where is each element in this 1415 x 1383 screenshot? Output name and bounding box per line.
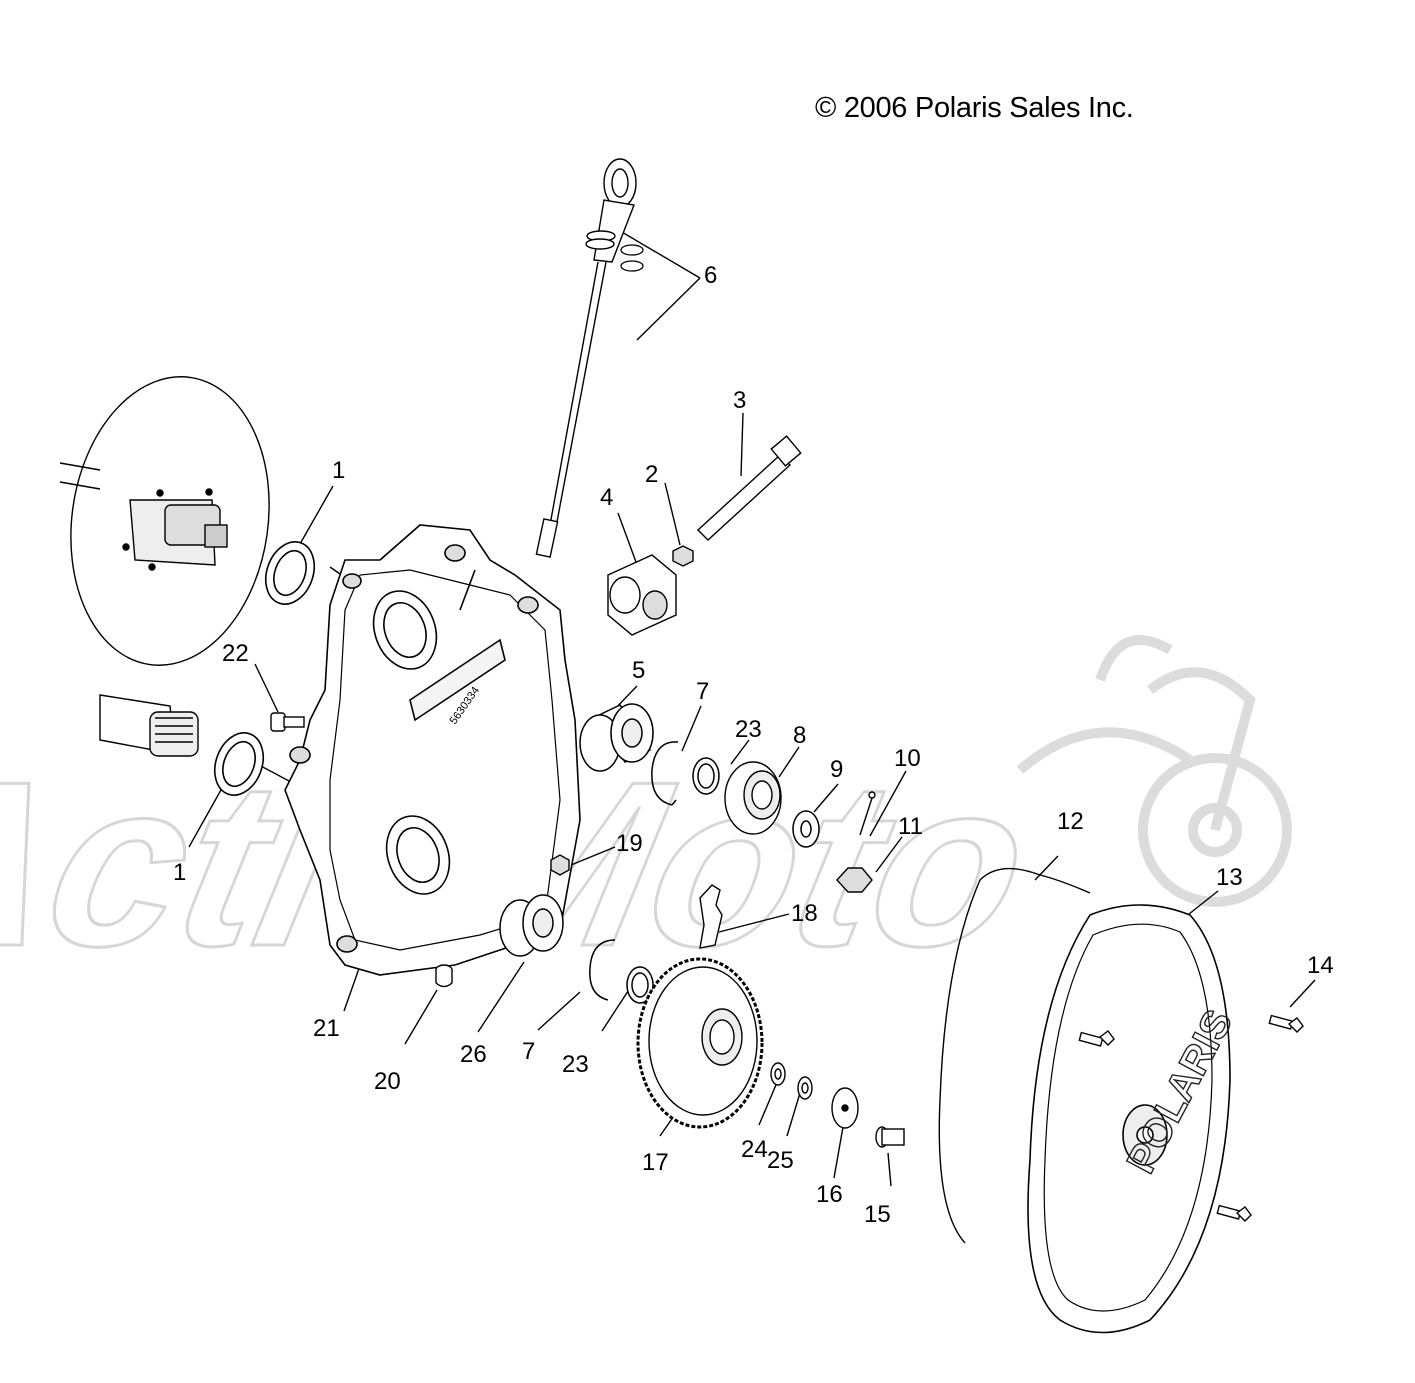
callout-18: 18 [791, 900, 818, 927]
bearing-5 [579, 703, 654, 772]
callout-20: 20 [374, 1068, 401, 1095]
bolt-15 [875, 1126, 905, 1148]
snap-ring-7-lower [589, 939, 616, 1001]
cotter-pin-10 [859, 791, 876, 836]
oil-seal-upper [264, 541, 316, 605]
washer-16 [831, 1087, 859, 1129]
bearing-26 [499, 894, 564, 957]
callout-14: 14 [1307, 952, 1334, 979]
callout-11: 11 [898, 813, 923, 840]
callout-1-upper: 1 [332, 457, 345, 484]
washer-9 [792, 810, 820, 848]
bolt-3 [696, 435, 802, 541]
washer-23-lower [626, 966, 654, 1004]
callout-21: 21 [313, 1015, 340, 1042]
callout-1-lower: 1 [173, 859, 186, 886]
callout-5: 5 [632, 657, 645, 684]
dipstick [535, 158, 637, 558]
motorcycle-watermark-icon [1016, 635, 1292, 907]
callout-3: 3 [733, 387, 746, 414]
snap-ring-7-upper [651, 741, 679, 806]
callout-2: 2 [645, 461, 658, 488]
callout-19: 19 [616, 830, 643, 857]
callout-24: 24 [741, 1136, 768, 1163]
callout-12: 12 [1057, 808, 1084, 835]
chaincase-cover-13: POLARIS [1027, 904, 1242, 1334]
tensioner-block-4 [607, 554, 677, 636]
o-rings-6 [620, 244, 644, 272]
washer-23-upper [692, 757, 720, 795]
nut-11 [836, 867, 873, 893]
callout-9: 9 [830, 756, 843, 783]
callout-13: 13 [1216, 864, 1243, 891]
plug-20 [435, 964, 453, 988]
callout-26: 26 [460, 1041, 487, 1068]
oil-seal-lower [213, 732, 265, 796]
sprocket-8 [724, 761, 782, 835]
washer-24 [770, 1062, 786, 1086]
driven-clutch-sheave [59, 376, 270, 666]
callout-22: 22 [222, 640, 249, 667]
bolt-22 [270, 712, 305, 732]
gasket-12 [938, 867, 1091, 1244]
callout-17: 17 [642, 1149, 669, 1176]
callout-7-upper: 7 [696, 678, 709, 705]
washer-25 [797, 1076, 813, 1100]
gear-17 [636, 957, 764, 1129]
jackshaft [99, 694, 199, 757]
chaincase-housing: 5630334 [284, 524, 581, 976]
callout-10: 10 [894, 745, 921, 772]
callout-6: 6 [704, 262, 717, 289]
copyright-notice: © 2006 Polaris Sales Inc. [815, 92, 1134, 124]
callout-4: 4 [600, 484, 613, 511]
callout-8: 8 [793, 722, 806, 749]
chain-link-18 [699, 884, 723, 949]
callout-15: 15 [864, 1201, 891, 1228]
nut-19 [550, 854, 570, 876]
callout-25: 25 [767, 1147, 794, 1174]
callout-23-upper: 23 [735, 716, 762, 743]
callout-16: 16 [816, 1181, 843, 1208]
cover-bolts-14 [1078, 1014, 1304, 1222]
callout-labels: 1 22 1 3 2 4 5 6 7 23 8 9 10 11 12 13 14… [173, 262, 1334, 1228]
callout-7-lower: 7 [522, 1038, 535, 1065]
nut-2 [672, 545, 694, 567]
callout-23-lower: 23 [562, 1051, 589, 1078]
